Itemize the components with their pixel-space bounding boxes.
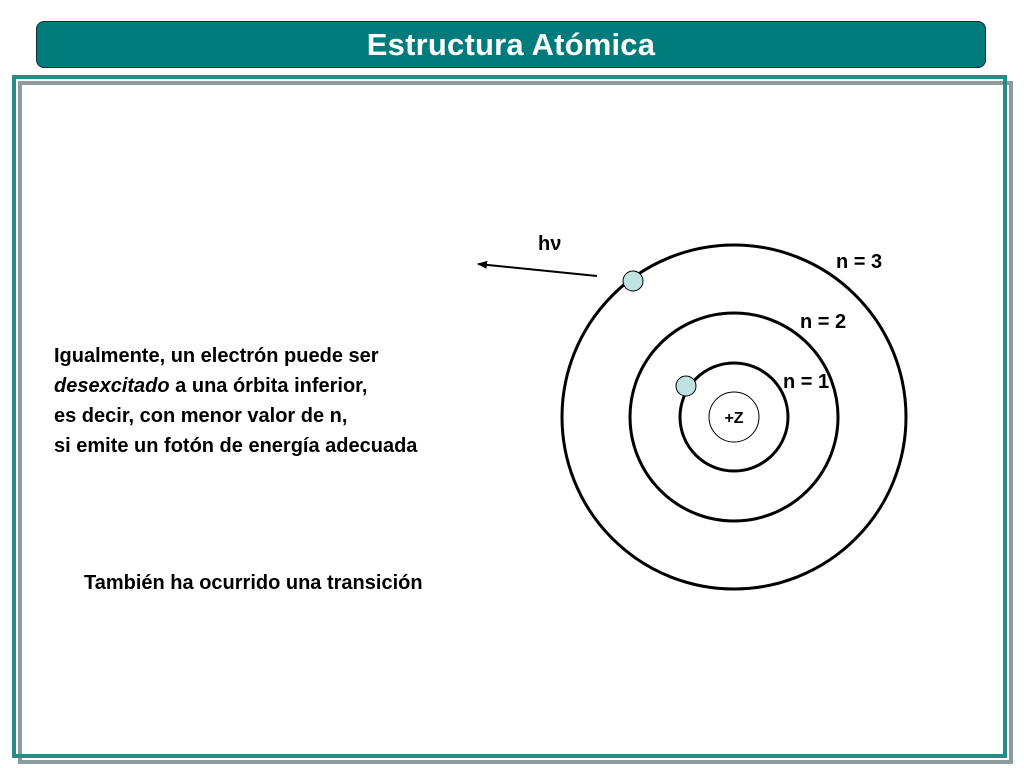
orbit-label-n3: n = 3 [836, 251, 882, 273]
orbit-n1 [678, 361, 790, 473]
nucleus-label: +Z [724, 410, 743, 427]
paragraph-line-2: desexcitado a una órbita inferior, [54, 371, 417, 401]
transition-note: También ha ocurrido una transición [84, 572, 423, 594]
orbit-label-n1: n = 1 [783, 371, 829, 393]
paragraph-line-2-rest: a una órbita inferior, [169, 375, 368, 397]
paragraph-line-4: si emite un fotón de energía adecuada [54, 435, 418, 457]
explanation-paragraph: Igualmente, un electrón puede ser desexc… [54, 341, 417, 461]
orbit-n3 [560, 243, 908, 591]
electron-outer [622, 270, 644, 292]
paragraph-line-3: es decir, con menor valor de n, [54, 405, 348, 427]
electron-inner [675, 375, 697, 397]
orbit-label-n2: n = 2 [800, 311, 846, 333]
slide-title: Estructura Atómica [366, 26, 656, 62]
paragraph-line-1: Igualmente, un electrón puede ser [54, 345, 379, 367]
nucleus [708, 391, 760, 443]
content-frame [12, 75, 1007, 758]
paragraph-italic-term: desexcitado [54, 375, 170, 397]
title-bar: Estructura Atómica [36, 21, 986, 68]
photon-label: hν [538, 233, 561, 255]
orbit-n2 [628, 311, 840, 523]
photon-arrow [477, 260, 598, 277]
frame-shadow [18, 81, 1013, 764]
